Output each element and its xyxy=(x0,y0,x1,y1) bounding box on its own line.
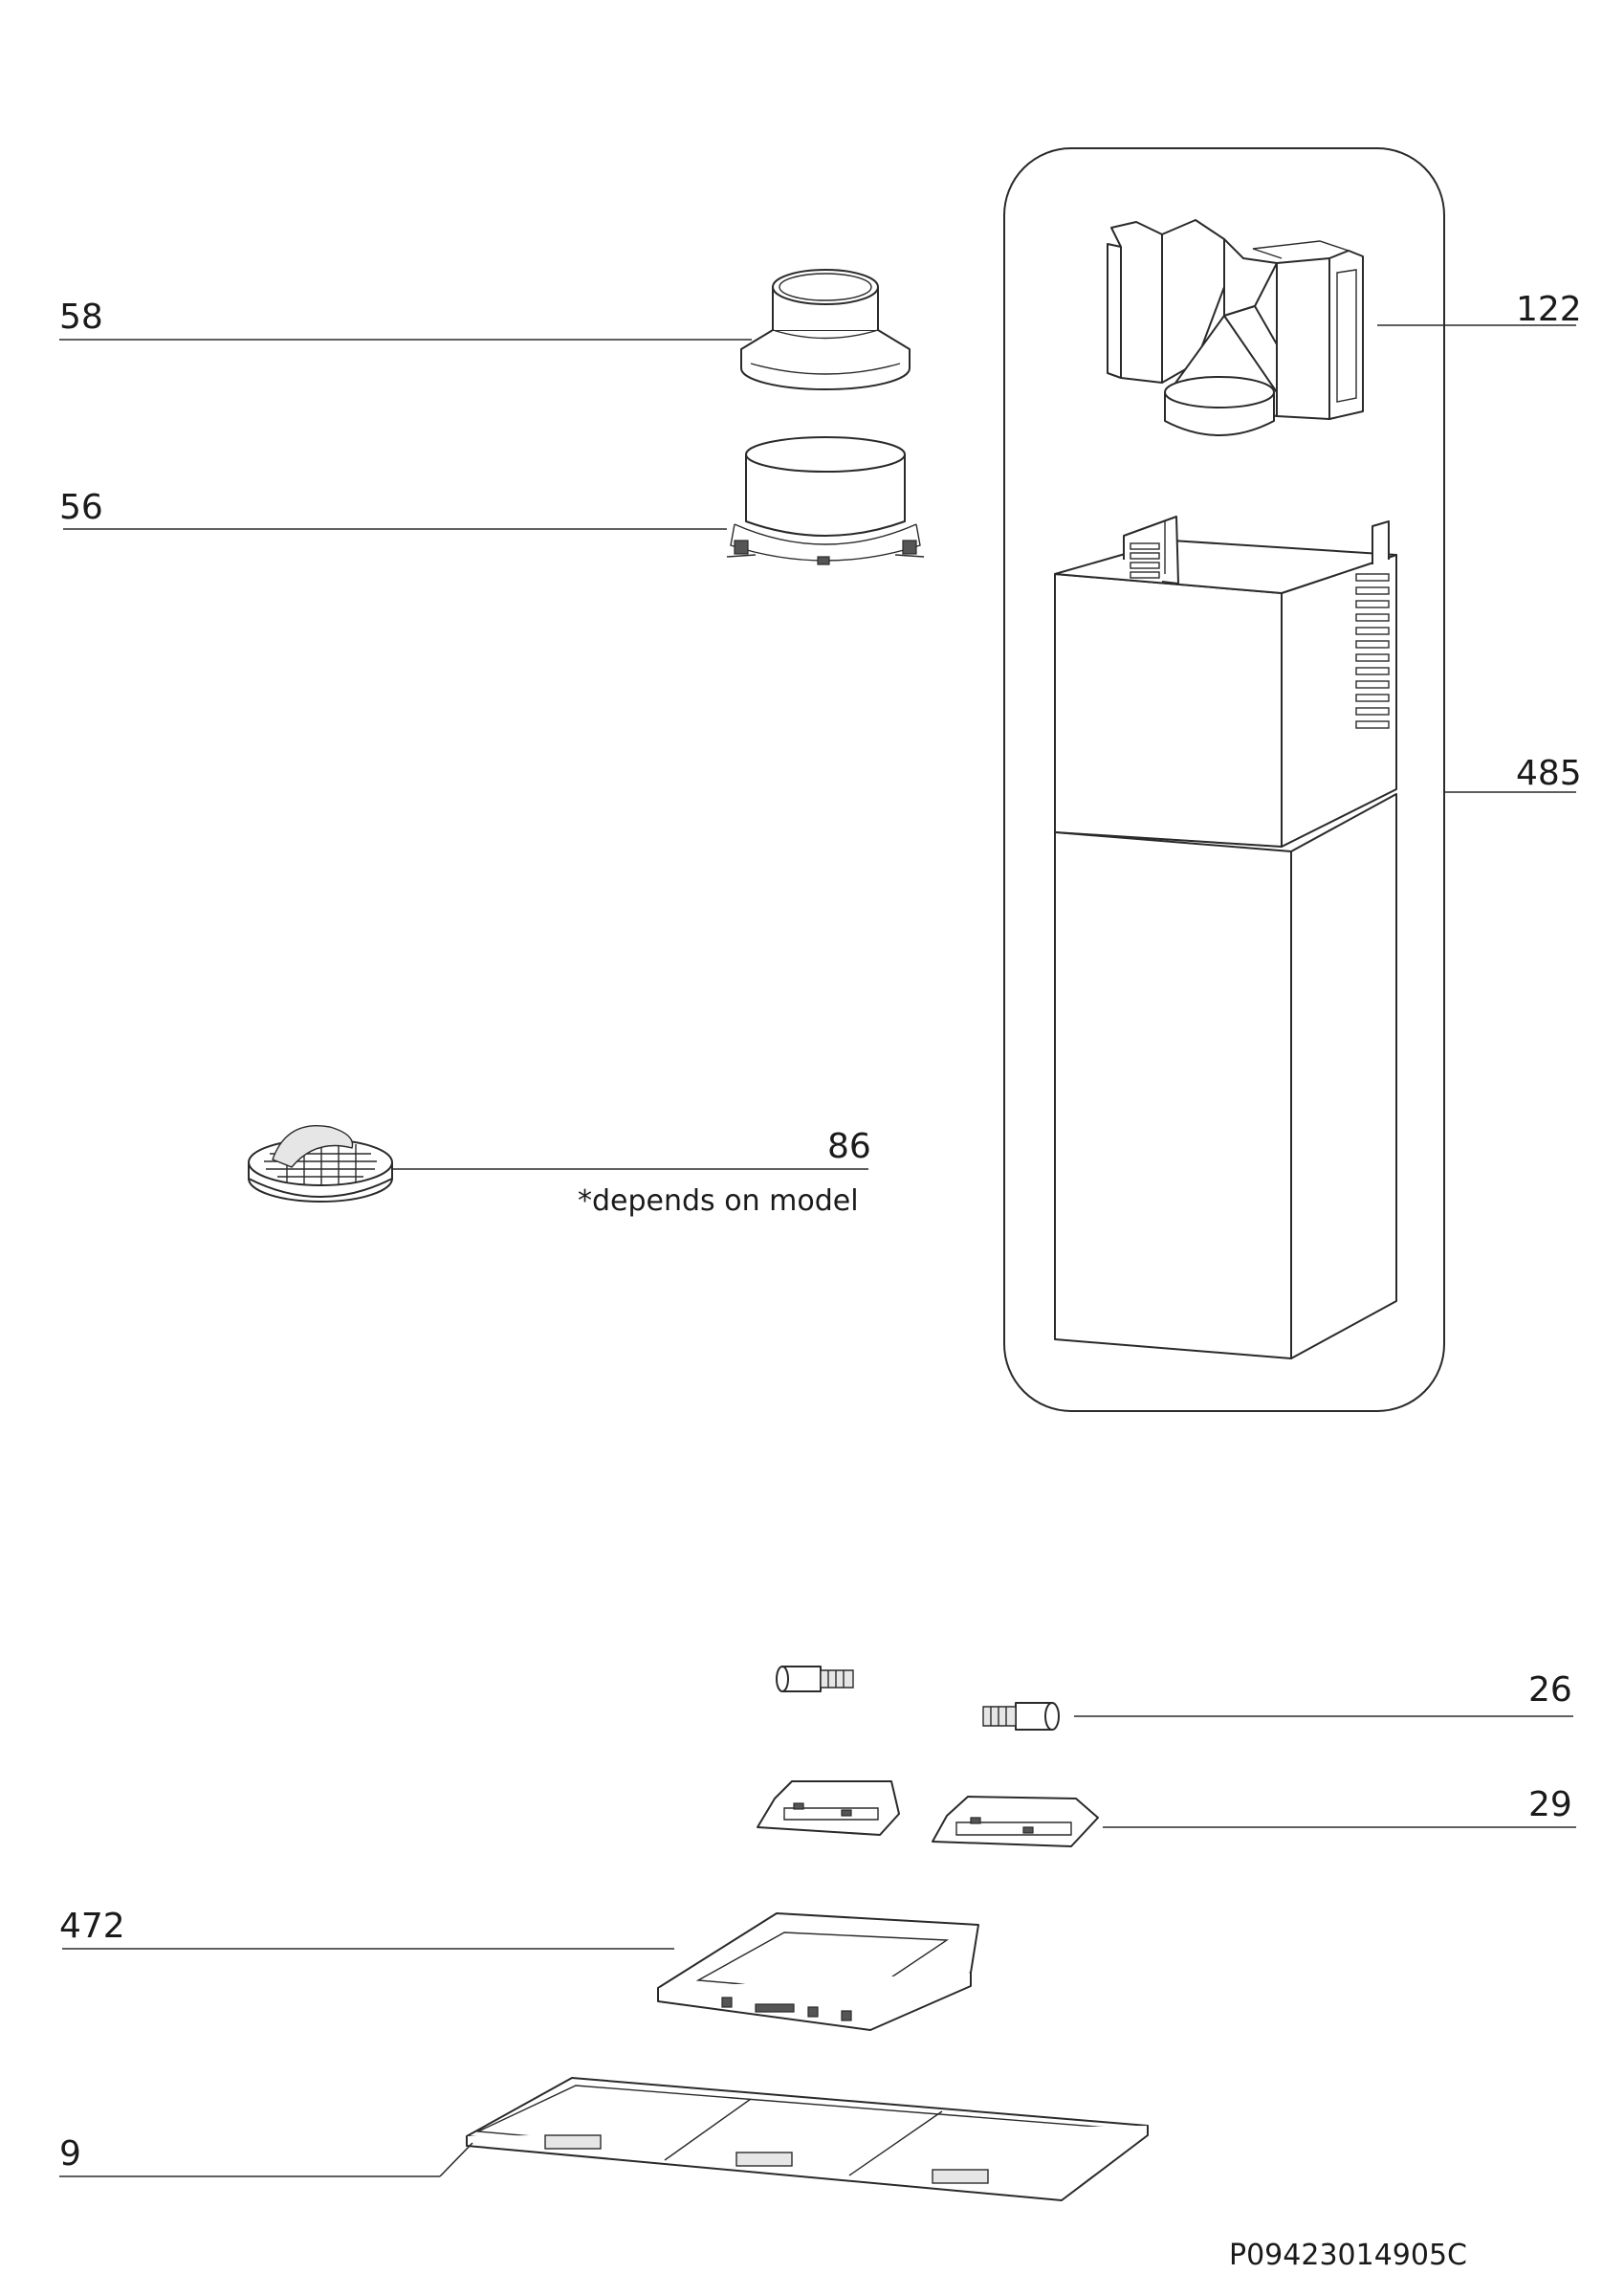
label-29: 29 xyxy=(1528,1785,1572,1824)
part-9-grease-filters xyxy=(466,2077,1149,2201)
label-26: 26 xyxy=(1528,1670,1572,1710)
label-86: 86 xyxy=(827,1127,871,1166)
label-9: 9 xyxy=(59,2134,81,2174)
label-472: 472 xyxy=(59,1907,125,1946)
part-56-valve-flange xyxy=(726,436,925,565)
document-code: P09423014905C xyxy=(1229,2239,1467,2272)
part-86-round-filter xyxy=(248,1125,393,1203)
part-485-chimney-cover xyxy=(1054,516,1397,1359)
vent-slots-left xyxy=(1130,542,1160,579)
note-depends-on-model: *depends on model xyxy=(578,1184,859,1218)
part-26-knob-shafts xyxy=(776,1666,1060,1731)
part-472-control-frame xyxy=(657,1912,979,2031)
leader-9-angle xyxy=(439,2142,473,2177)
label-58: 58 xyxy=(59,298,103,337)
part-58-reducer-collar xyxy=(740,269,911,390)
part-122-duct-connector xyxy=(1107,219,1364,436)
label-485: 485 xyxy=(1516,754,1582,793)
vent-slots-right xyxy=(1355,573,1390,729)
label-122: 122 xyxy=(1516,290,1582,329)
chimney-group-frame xyxy=(1003,147,1445,1412)
label-56: 56 xyxy=(59,488,103,527)
part-29-knob-bezels xyxy=(757,1780,1099,1847)
